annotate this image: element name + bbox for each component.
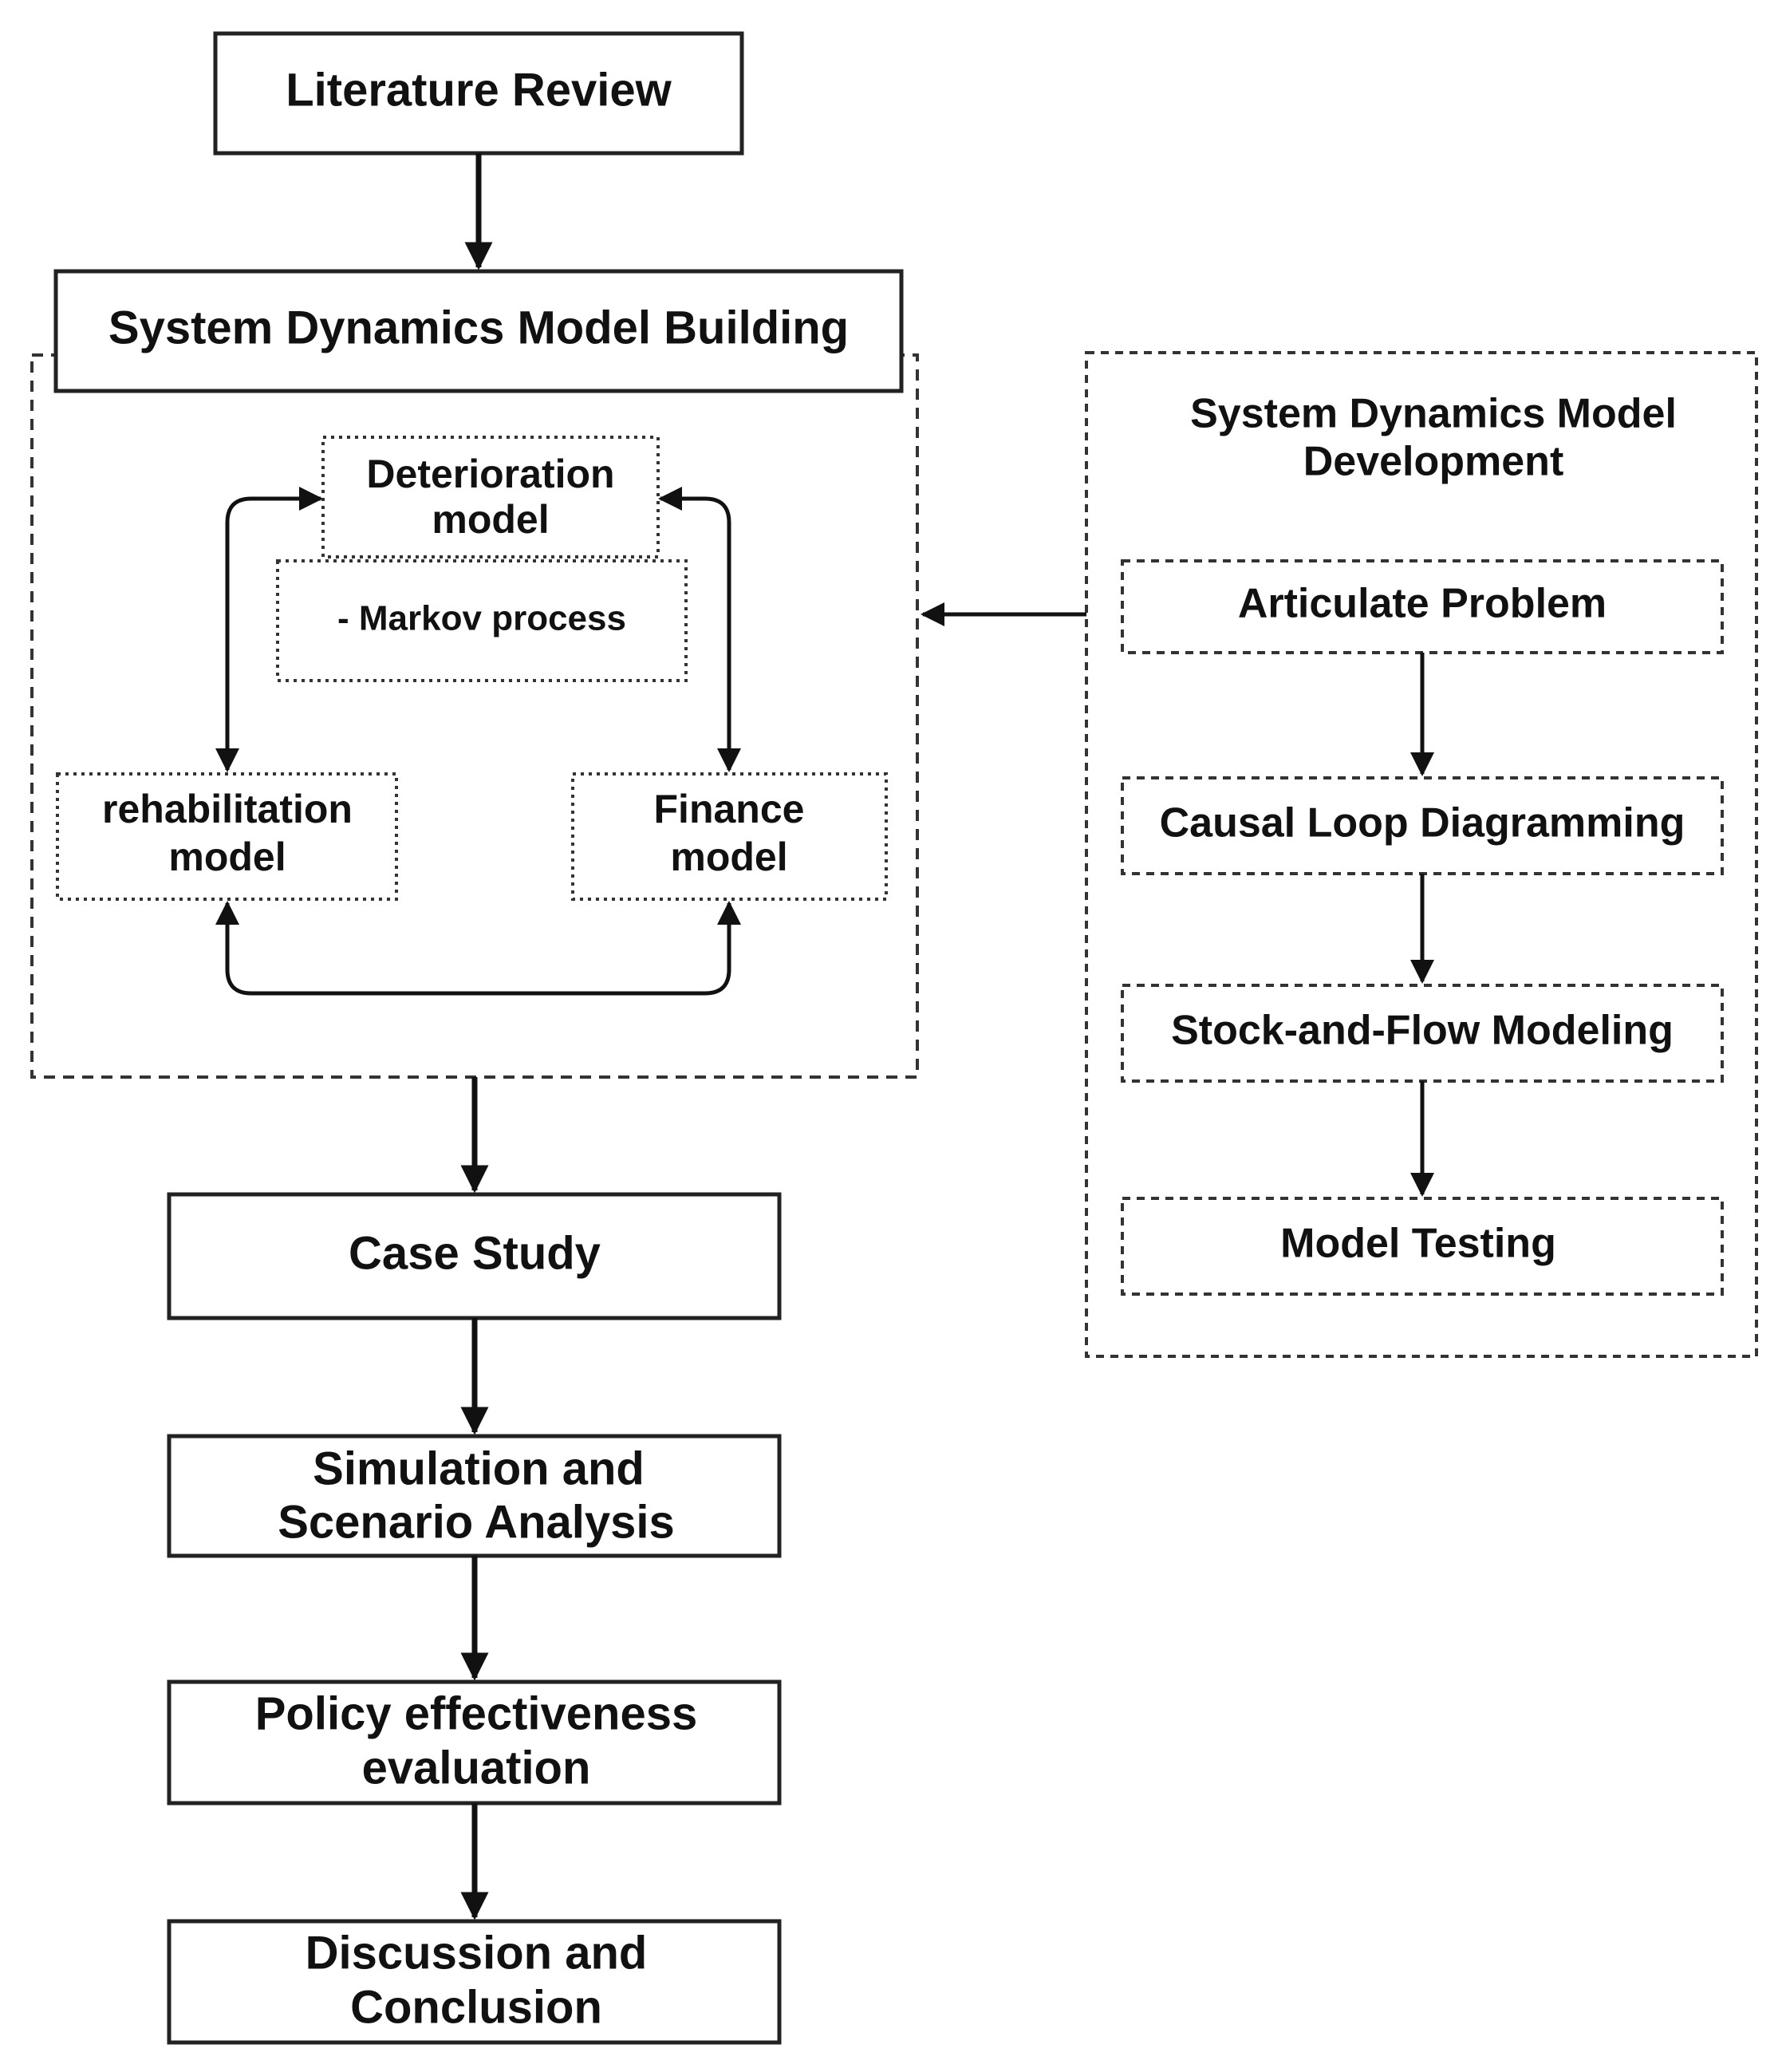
rehabilitation-model-box: rehabilitation model <box>56 772 398 901</box>
finance-model-box: Finance model <box>571 772 888 901</box>
policy-evaluation-label-line2: evaluation <box>362 1742 591 1794</box>
step-causal-loop-box: Causal Loop Diagramming <box>1121 776 1724 875</box>
case-study-box: Case Study <box>167 1192 782 1320</box>
development-title: System Dynamics Model <box>1190 391 1677 437</box>
policy-evaluation-box: Policy effectiveness evaluation <box>167 1679 782 1806</box>
development-title-line2: Development <box>1303 439 1564 485</box>
rehabilitation-label: rehabilitation <box>102 787 353 831</box>
literature-review-label: Literature Review <box>286 64 672 116</box>
development-group-border <box>1085 351 1758 1358</box>
step-stock-flow-box: Stock-and-Flow Modeling <box>1121 984 1724 1083</box>
deterioration-model-box: Deterioration model <box>321 436 660 558</box>
policy-evaluation-label: Policy effectiveness <box>255 1687 698 1739</box>
arrow-deterioration-finance <box>658 487 741 772</box>
markov-process-box: - Markov process <box>276 559 688 682</box>
step-articulate-problem-label: Articulate Problem <box>1238 581 1607 627</box>
step-model-testing-label: Model Testing <box>1280 1221 1556 1267</box>
deterioration-label-line2: model <box>432 497 549 542</box>
simulation-label: Simulation and <box>313 1443 645 1494</box>
model-building-label: System Dynamics Model Building <box>108 302 849 353</box>
rehabilitation-label-line2: model <box>168 835 286 879</box>
simulation-box: Simulation and Scenario Analysis <box>167 1434 782 1558</box>
deterioration-label: Deterioration <box>366 452 614 496</box>
simulation-label-line2: Scenario Analysis <box>278 1496 675 1548</box>
discussion-label: Discussion and <box>306 1927 648 1979</box>
discussion-label-line2: Conclusion <box>350 1981 602 2033</box>
step-model-testing-box: Model Testing <box>1121 1197 1724 1296</box>
arrow-deterioration-rehabilitation <box>215 487 323 772</box>
step-articulate-problem-box: Articulate Problem <box>1121 559 1724 654</box>
step-causal-loop-label: Causal Loop Diagramming <box>1160 800 1685 847</box>
markov-process-label: - Markov process <box>337 599 626 638</box>
literature-review-box: Literature Review <box>213 31 744 156</box>
case-study-label: Case Study <box>349 1227 601 1279</box>
arrow-rehabilitation-finance <box>215 901 741 996</box>
discussion-box: Discussion and Conclusion <box>167 1919 782 2045</box>
step-stock-flow-label: Stock-and-Flow Modeling <box>1171 1008 1674 1054</box>
finance-label: Finance <box>654 787 805 831</box>
model-building-box: System Dynamics Model Building <box>53 269 904 393</box>
finance-label-line2: model <box>670 835 787 879</box>
